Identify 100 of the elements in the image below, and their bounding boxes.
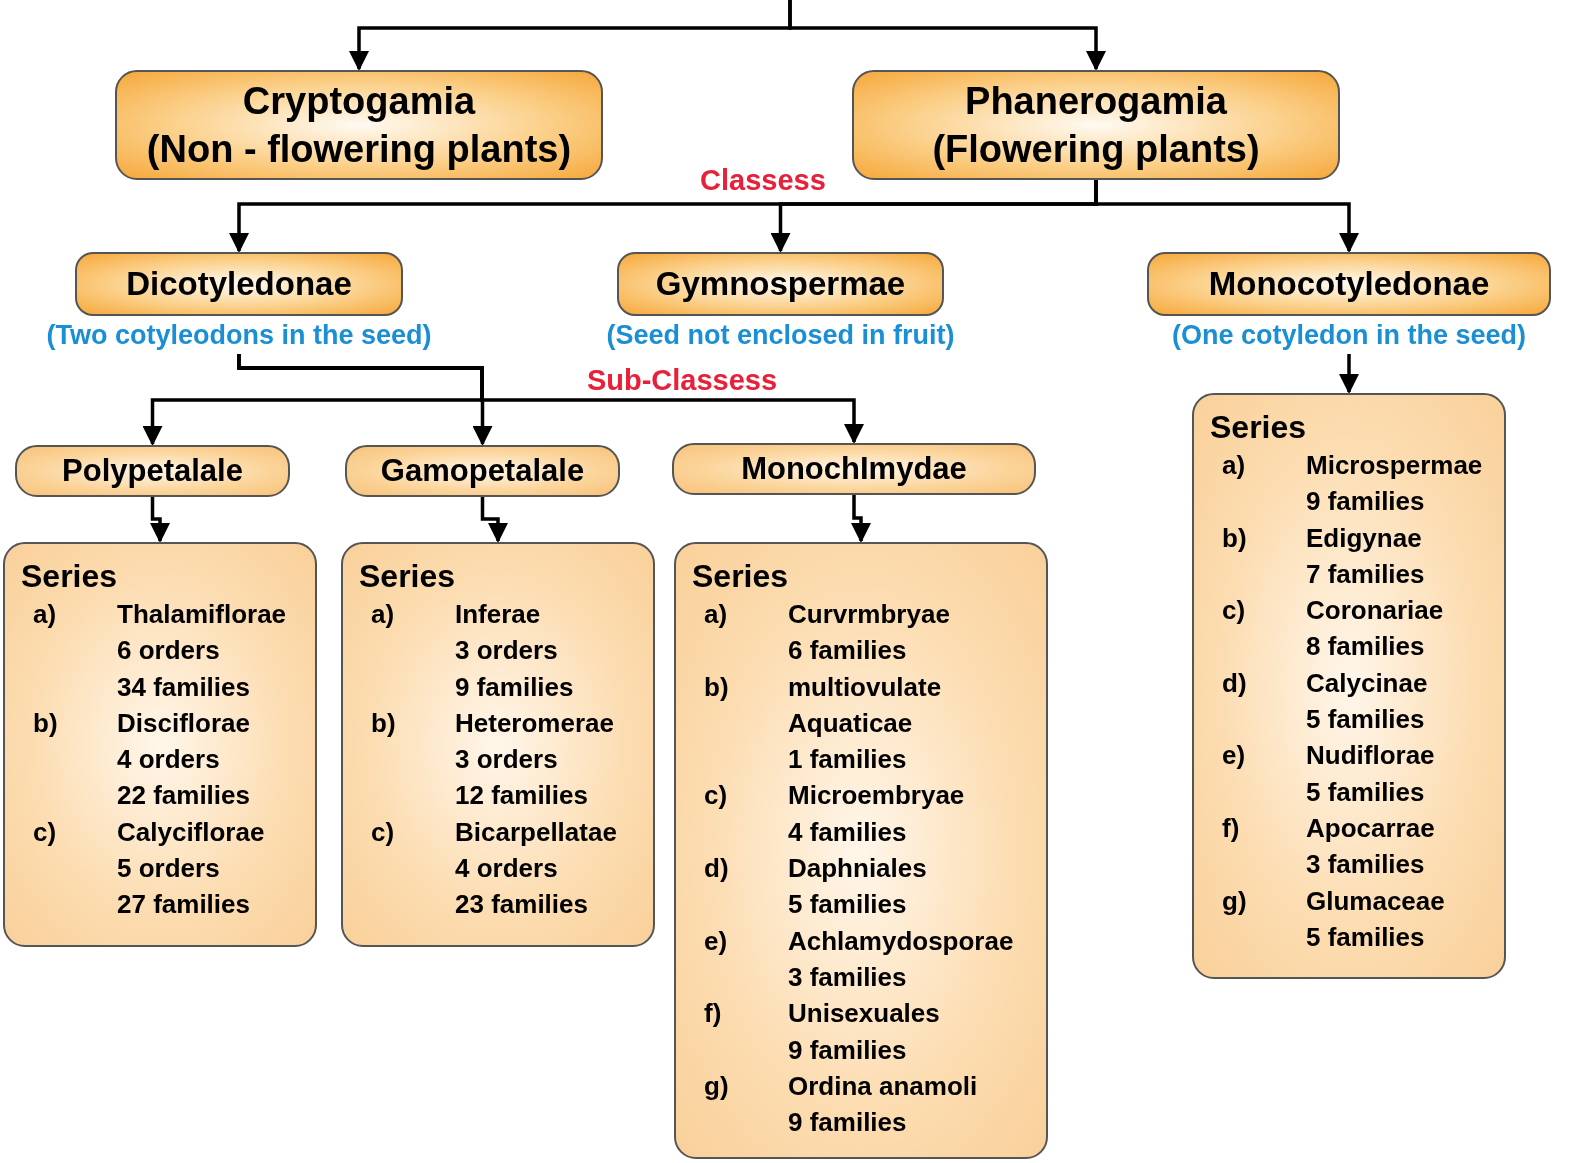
series-heading: Series: [692, 557, 790, 596]
arrow: [851, 495, 871, 543]
taxon-box: [852, 70, 1340, 180]
taxon-box: [345, 445, 620, 497]
series-entry: 3 orders: [455, 743, 559, 777]
description-text: (Two cotyleodons in the seed): [46, 319, 432, 352]
arrow: [1339, 354, 1359, 394]
series-heading: Series: [359, 557, 457, 596]
series-entry: 23 families: [455, 888, 589, 922]
taxon-box: [15, 445, 290, 497]
taxon-box: [75, 252, 403, 316]
series-entry: Unisexuales: [788, 997, 941, 1031]
series-entry: 22 families: [117, 779, 251, 813]
item-letter: g): [704, 1069, 730, 1103]
series-entry: 5 families: [788, 888, 908, 922]
series-entry: 6 orders: [117, 634, 221, 668]
taxon-box: [115, 70, 603, 180]
item-letter: e): [1222, 739, 1247, 773]
series-entry: 8 families: [1306, 630, 1426, 664]
series-entry: Microspermae: [1306, 449, 1484, 482]
item-letter: d): [704, 852, 730, 886]
taxon-box: [672, 443, 1036, 495]
series-entry: 1 families: [788, 743, 908, 777]
series-entry: 4 families: [788, 815, 908, 849]
item-letter: c): [1222, 594, 1247, 628]
arrow: [788, 0, 1106, 71]
taxon-name: Phanerogamia: [965, 79, 1227, 124]
series-entry: 4 orders: [455, 852, 559, 886]
series-entry: 3 families: [788, 960, 908, 994]
arrow: [237, 354, 864, 444]
series-entry: Disciflorae: [117, 706, 251, 740]
series-heading: Series: [1210, 408, 1308, 447]
taxon-name: Dicotyledonae: [126, 264, 352, 305]
series-entry: 5 families: [1306, 775, 1426, 809]
series-entry: 7 families: [1306, 557, 1426, 591]
arrow: [480, 497, 508, 543]
series-entry: 3 families: [1306, 848, 1426, 882]
series-entry: Daphniales: [788, 852, 928, 886]
item-letter: a): [371, 598, 396, 631]
item-letter: a): [33, 598, 58, 631]
description-text: (One cotyledon in the seed): [1172, 319, 1526, 352]
item-letter: e): [704, 924, 729, 958]
series-entry: Heteromerae: [455, 706, 615, 740]
arrow: [150, 497, 170, 543]
series-entry: 9 families: [455, 670, 575, 704]
item-letter: g): [1222, 884, 1248, 918]
taxon-name: MonochImydae: [741, 449, 967, 488]
series-entry: 9 families: [788, 1106, 908, 1140]
taxon-name: Cryptogamia: [242, 79, 476, 124]
item-letter: a): [704, 598, 729, 631]
series-entry: Achlamydosporae: [788, 924, 1015, 958]
item-letter: f): [1222, 811, 1241, 845]
series-entry: 34 families: [117, 670, 251, 704]
series-entry: Bicarpellatae: [455, 815, 618, 849]
series-entry: 4 orders: [117, 743, 221, 777]
series-entry: 12 families: [455, 779, 589, 813]
item-letter: c): [704, 779, 729, 813]
taxon-box: [617, 252, 944, 316]
item-letter: f): [704, 997, 723, 1031]
series-entry: 5 families: [1306, 703, 1426, 737]
item-letter: c): [371, 815, 396, 849]
item-letter: c): [33, 815, 58, 849]
taxon-name: Polypetalale: [62, 451, 243, 490]
item-letter: b): [371, 706, 397, 740]
series-entry: Ordina anamoli: [788, 1069, 979, 1103]
series-entry: 5 orders: [117, 852, 221, 886]
item-letter: d): [1222, 666, 1248, 700]
series-entry: Coronariae: [1306, 594, 1445, 628]
item-letter: b): [704, 670, 730, 704]
series-entry: 9 families: [1306, 485, 1426, 519]
description-text: (Seed not enclosed in fruit): [606, 319, 955, 352]
item-letter: b): [33, 706, 59, 740]
series-entry: 3 orders: [455, 634, 559, 668]
series-entry: 9 families: [788, 1033, 908, 1067]
series-entry: Apocarrae: [1306, 811, 1436, 845]
series-entry: Nudiflorae: [1306, 739, 1436, 773]
arrow: [1094, 180, 1359, 253]
series-entry: Thalamiflorae: [117, 598, 288, 631]
series-entry: Calyciflorae: [117, 815, 266, 849]
series-entry: Edigynae: [1306, 521, 1423, 555]
item-letter: a): [1222, 449, 1247, 482]
series-entry: 27 families: [117, 888, 251, 922]
series-heading: Series: [21, 557, 119, 596]
taxon-name: (Non - flowering plants): [146, 127, 572, 172]
series-entry: multiovulate: [788, 670, 943, 704]
series-box: [1192, 393, 1506, 979]
item-letter: b): [1222, 521, 1248, 555]
series-entry: 5 families: [1306, 920, 1426, 954]
series-entry: Microembryae: [788, 779, 966, 813]
taxon-name: (Flowering plants): [932, 127, 1260, 172]
series-entry: Aquaticae: [788, 706, 914, 740]
series-entry: Curvrmbryae: [788, 598, 951, 631]
series-entry: Glumaceae: [1306, 884, 1446, 918]
series-box: [341, 542, 655, 947]
taxon-name: Monocotyledonae: [1208, 264, 1490, 305]
series-box: [674, 542, 1048, 1159]
series-entry: Inferae: [455, 598, 542, 631]
series-entry: Calycinae: [1306, 666, 1429, 700]
series-box: [3, 542, 317, 947]
taxon-box: [1147, 252, 1551, 316]
